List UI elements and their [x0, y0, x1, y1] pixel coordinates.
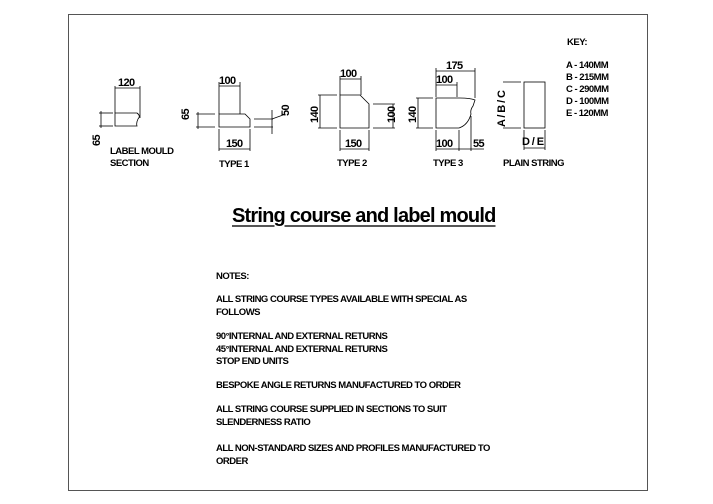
type3-caption: TYPE 3 [433, 158, 463, 169]
type1-bottom-dim: 150 [226, 138, 243, 150]
type3-shape [435, 97, 476, 129]
note-line: FOLLOWS [216, 307, 261, 318]
type1-caption: TYPE 1 [219, 159, 249, 170]
key-item: C - 290MM [566, 84, 609, 95]
key-item: A - 140MM [566, 60, 609, 71]
type2-bottom-dim: 150 [345, 138, 362, 150]
plain-string-height-dim: A / B / C [496, 90, 508, 127]
note-line: ALL STRING COURSE TYPES AVAILABLE WITH S… [216, 294, 467, 305]
label-mould-width: 120 [118, 77, 135, 89]
plain-string-profile: A / B / C D / E [496, 81, 546, 150]
type1-right-dim: 50 [280, 104, 292, 116]
note-line: ORDER [216, 456, 248, 467]
note-line: BESPOKE ANGLE RETURNS MANUFACTURED TO OR… [216, 380, 461, 391]
note-line: STOP END UNITS [216, 356, 289, 367]
type1-left-dim: 65 [180, 108, 192, 120]
type2-top-dim: 100 [340, 68, 357, 80]
label-mould-caption-2: SECTION [110, 158, 149, 169]
note-line: ALL NON-STANDARD SIZES AND PROFILES MANU… [216, 443, 490, 454]
type2-profile: 100 140 100 150 [309, 68, 398, 151]
label-mould-caption-1: LABEL MOULD [110, 146, 174, 157]
type3-top-dim: 100 [436, 74, 453, 86]
drawing-title: String course and label mould [232, 205, 496, 227]
note-line: 45°INTERNAL AND EXTERNAL RETURNS [216, 344, 388, 355]
type3-bottom-dim: 100 [436, 138, 453, 150]
label-mould-profile: 120 65 [91, 77, 141, 146]
type3-profile: 175 100 140 100 55 [407, 60, 485, 151]
type2-shape [339, 94, 370, 129]
plain-string-caption: PLAIN STRING [503, 158, 565, 169]
note-line: ALL STRING COURSE SUPPLIED IN SECTIONS T… [216, 404, 447, 415]
type1-top-dim: 100 [219, 75, 236, 87]
key-item: E - 120MM [566, 108, 608, 119]
plain-string-width-dim: D / E [522, 136, 544, 148]
notes-heading: NOTES: [216, 271, 249, 282]
type1-profile: 100 65 50 150 [180, 75, 292, 151]
note-line: 90°INTERNAL AND EXTERNAL RETURNS [216, 331, 388, 342]
type3-left-dim: 140 [407, 106, 419, 123]
key-item: B - 215MM [566, 72, 609, 83]
label-mould-shape [114, 112, 140, 127]
plain-string-shape [523, 81, 546, 129]
type2-caption: TYPE 2 [337, 158, 367, 169]
type3-projection-dim: 55 [473, 138, 485, 150]
key-item: D - 100MM [566, 96, 609, 107]
note-line: SLENDERNESS RATIO [216, 417, 311, 428]
label-mould-height: 65 [91, 134, 103, 146]
type2-right-dim: 100 [386, 106, 398, 123]
type3-overall-dim: 175 [446, 60, 463, 72]
drawing-border [68, 14, 648, 491]
key-heading: KEY: [567, 37, 588, 48]
type2-left-dim: 140 [309, 106, 321, 123]
dimension-line [271, 114, 284, 120]
type1-shape [218, 113, 251, 128]
